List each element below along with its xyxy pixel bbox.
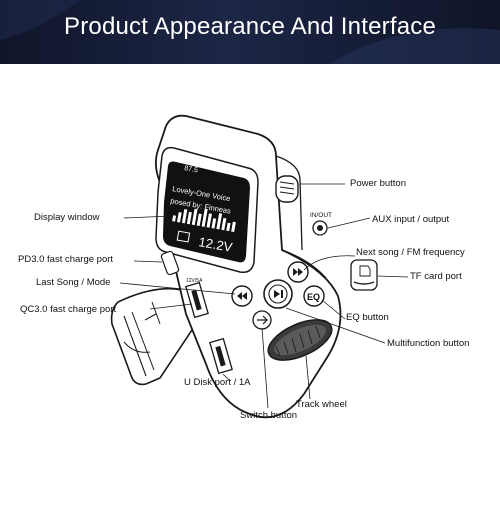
label-display-window: Display window [34, 212, 100, 223]
label-pd-port: PD3.0 fast charge port [18, 254, 114, 265]
banner-decoration [0, 0, 500, 64]
label-udisk: U Disk port / 1A [184, 377, 251, 388]
display-window: 87.5 Lovely-One Voice posed by: Finneas … [155, 146, 259, 274]
eq-button-text: EQ [307, 292, 320, 302]
aux-port: IN/OUT [310, 212, 332, 236]
track-wheel[interactable] [262, 312, 337, 369]
label-multifunction: Multifunction button [387, 338, 470, 349]
label-last-song: Last Song / Mode [36, 277, 111, 288]
label-switch-button: Switch button [240, 410, 298, 421]
next-song-button[interactable] [287, 261, 309, 283]
udisk-port [209, 337, 233, 375]
label-next-song: Next song / FM frequency [356, 247, 465, 258]
label-qc-port: QC3.0 fast charge port [20, 304, 117, 315]
title-banner: Product Appearance And Interface [0, 0, 500, 64]
charger-plug [110, 287, 197, 386]
leader-lines [119, 183, 409, 409]
switch-button[interactable] [252, 310, 272, 330]
label-tf-card: TF card port [410, 271, 462, 282]
usb-port-text: 12V/5A [186, 278, 203, 284]
label-power-button: Power button [350, 178, 406, 189]
screen-battery-icon [176, 230, 191, 243]
multifunction-button[interactable] [263, 279, 293, 309]
fm-transmitter-drawing: 87.5 Lovely-One Voice posed by: Finneas … [110, 114, 409, 419]
page-title: Product Appearance And Interface [64, 13, 436, 40]
tf-card-port [350, 259, 378, 291]
aux-port-label: IN/OUT [310, 212, 332, 219]
label-eq-button: EQ button [346, 312, 389, 323]
pd-fast-charge-port [160, 250, 180, 276]
label-aux: AUX input / output [372, 214, 450, 225]
qc-fast-charge-port: 12V/5A [185, 278, 209, 319]
last-song-button[interactable] [231, 285, 253, 307]
screen-frequency: 87.5 [184, 165, 199, 174]
product-diagram: 87.5 Lovely-One Voice posed by: Finneas … [0, 64, 500, 500]
screen-equalizer-bars [172, 208, 236, 233]
label-track-wheel: Track wheel [296, 399, 347, 410]
eq-button[interactable]: EQ [303, 285, 325, 307]
screen-voltage: 12.2V [197, 234, 233, 255]
power-button[interactable] [275, 175, 299, 203]
